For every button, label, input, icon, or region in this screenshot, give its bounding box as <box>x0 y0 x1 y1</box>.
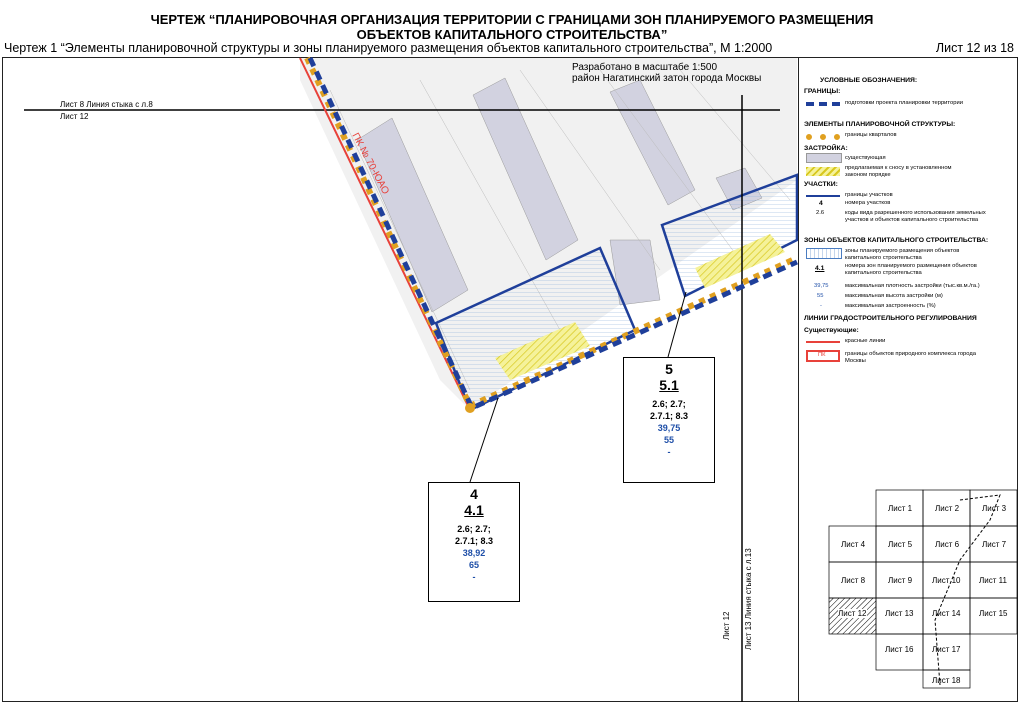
legend-bounds-heading: ГРАНИЦЫ: <box>804 88 841 95</box>
legend-elements-item: границы кварталов <box>845 132 897 138</box>
keymap-sheet-7[interactable]: Лист 7 <box>982 540 1007 549</box>
drawing-frame <box>2 57 1018 702</box>
leader-plot-4 <box>469 397 499 483</box>
legend-bounds-item: подготовки проекта планировки территории <box>845 100 963 106</box>
legend-plots-code-sample: 2.6 <box>816 210 825 216</box>
keymap-sheet-6[interactable]: Лист 6 <box>935 540 960 549</box>
keymap-sheet-18[interactable]: Лист 18 <box>932 676 961 685</box>
legend-build-demolish: предлагаемая к сносу в установленном зак… <box>845 165 952 178</box>
legend-zones-density-sample: 39,75 <box>814 283 829 289</box>
keymap-sheet-17[interactable]: Лист 17 <box>932 645 961 654</box>
scale-line-2: район Нагатинский затон города Москвы <box>572 73 762 84</box>
keymap-sheet-3[interactable]: Лист 3 <box>982 504 1007 513</box>
legend-build-existing: существующая <box>845 155 886 161</box>
legend-zones-height: максимальная высота застройки (м) <box>845 293 943 299</box>
legend-plots-bounds: границы участков <box>845 192 893 198</box>
callout-height: 65 <box>468 560 479 570</box>
callout-zone: 4.1 <box>464 502 484 518</box>
keymap-sheet-8[interactable]: Лист 8 <box>841 576 866 585</box>
callout-density: 39,75 <box>657 423 681 433</box>
red-line-swatch <box>806 341 840 343</box>
corner-marker <box>465 403 475 413</box>
callout-zone: 5.1 <box>659 377 679 393</box>
legend-plots-heading: УЧАСТКИ: <box>804 181 838 188</box>
legend-zones-percent-sample: - <box>820 303 822 309</box>
legend-red-lines: красные линии <box>845 338 886 344</box>
legend-zones-num-sample: 4.1 <box>815 265 825 272</box>
legend-panel <box>798 57 1018 702</box>
sheet-number: Лист 12 из 18 <box>935 41 1014 55</box>
match-label-right-b: Лист 13 Линия стыка с л.13 <box>744 548 753 650</box>
keymap-sheet-4[interactable]: Лист 4 <box>841 540 866 549</box>
zone-area-swatch <box>806 248 842 259</box>
legend-existing-heading: Существующие: <box>804 327 859 334</box>
plot-5-area[interactable] <box>660 173 798 298</box>
building-blocks <box>356 77 763 313</box>
callout-codes: 2.7.1; 8.3 <box>649 411 689 421</box>
keymap-sheet-12[interactable]: Лист 12 <box>838 609 867 618</box>
callout-density: 38,92 <box>462 548 486 558</box>
legend-elements-heading: ЭЛЕМЕНТЫ ПЛАНИРОВОЧНОЙ СТРУКТУРЫ: <box>804 121 956 128</box>
legend-plots-num: номера участков <box>845 200 891 206</box>
keymap-sheet-10[interactable]: Лист 10 <box>932 576 961 585</box>
legend-pk-sample: ПК <box>818 352 826 358</box>
plot-4-demolish-hatch <box>495 322 590 380</box>
drawing-subtitle: Чертеж 1 “Элементы планировочной структу… <box>4 41 773 55</box>
title-line-2: ОБЪЕКТОВ КАПИТАЛЬНОГО СТРОИТЕЛЬСТВА” <box>356 27 668 42</box>
keymap-sheet-11[interactable]: Лист 11 <box>979 576 1007 585</box>
demolish-building-swatch <box>806 167 840 176</box>
plot-boundary-swatch <box>806 195 840 197</box>
block-boundary-swatch <box>806 134 840 140</box>
keymap-sheet-1[interactable]: Лист 1 <box>888 504 913 513</box>
legend-zones-num: номера зон планируемого размещения объек… <box>845 263 977 276</box>
keymap-sheet-5[interactable]: Лист 5 <box>888 540 913 549</box>
callout-number: 4 <box>470 486 478 502</box>
pk-bounds-swatch <box>806 350 840 362</box>
legend-zones-percent: максимальная застроенность (%) <box>845 303 936 309</box>
legend-plots-code: коды вида разрешенного использования зем… <box>845 210 986 223</box>
callout-codes: 2.6; 2.7; <box>652 399 686 409</box>
legend-plots-num-sample: 4 <box>819 200 823 207</box>
legend-zones-heading: ЗОНЫ ОБЪЕКТОВ КАПИТАЛЬНОГО СТРОИТЕЛЬСТВА… <box>804 237 989 244</box>
keymap-sheet-15[interactable]: Лист 15 <box>979 609 1008 618</box>
project-boundary-swatch <box>806 102 840 106</box>
keymap-sheet-2[interactable]: Лист 2 <box>935 504 960 513</box>
callout-plot-5[interactable]: 5 5.1 2.6; 2.7; 2.7.1; 8.3 39,75 55 - <box>623 357 715 483</box>
legend-title: УСЛОВНЫЕ ОБОЗНАЧЕНИЯ: <box>820 77 918 84</box>
callout-codes: 2.7.1; 8.3 <box>454 536 494 546</box>
scale-note: Разработано в масштабе 1:500 район Нагат… <box>572 62 761 84</box>
legend-lines-heading: ЛИНИИ ГРАДОСТРОИТЕЛЬНОГО РЕГУЛИРОВАНИЯ <box>804 315 977 322</box>
scale-line-1: Разработано в масштабе 1:500 <box>572 62 718 73</box>
leader-plot-5 <box>667 291 687 358</box>
map-canvas[interactable]: ПК № 70-ЮАО <box>0 0 798 702</box>
legend-build-heading: ЗАСТРОЙКА: <box>804 145 848 152</box>
callout-percent: - <box>667 447 671 457</box>
legend-zones-area: зоны планируемого размещения объектов ка… <box>845 248 960 261</box>
title-line-1: ЧЕРТЕЖ “ПЛАНИРОВОЧНАЯ ОРГАНИЗАЦИЯ ТЕРРИТ… <box>150 12 874 27</box>
callout-number: 5 <box>665 361 673 377</box>
legend-pk-bounds: границы объектов природного комплекса го… <box>845 351 976 364</box>
plot-5-demolish-hatch <box>695 234 785 288</box>
match-label-right-a: Лист 12 <box>722 611 731 640</box>
legend-zones-height-sample: 55 <box>817 293 824 299</box>
existing-building-swatch <box>806 153 842 163</box>
keymap-sheet-14[interactable]: Лист 14 <box>932 609 961 618</box>
red-line <box>299 57 471 411</box>
match-label-top-a: Лист 8 Линия стыка с л.8 <box>60 100 153 109</box>
callout-plot-4[interactable]: 4 4.1 2.6; 2.7; 2.7.1; 8.3 38,92 65 - <box>428 482 520 602</box>
legend-zones-density: максимальная плотность застройки (тыс.кв… <box>845 283 980 289</box>
match-label-top-b: Лист 12 <box>60 112 89 121</box>
keymap-sheet-9[interactable]: Лист 9 <box>888 576 913 585</box>
callout-percent: - <box>472 572 476 582</box>
project-boundary <box>307 56 798 412</box>
callout-height: 55 <box>663 435 674 445</box>
keymap-sheet-13[interactable]: Лист 13 <box>885 609 914 618</box>
callout-codes: 2.6; 2.7; <box>457 524 491 534</box>
keymap-sheet-16[interactable]: Лист 16 <box>885 645 914 654</box>
